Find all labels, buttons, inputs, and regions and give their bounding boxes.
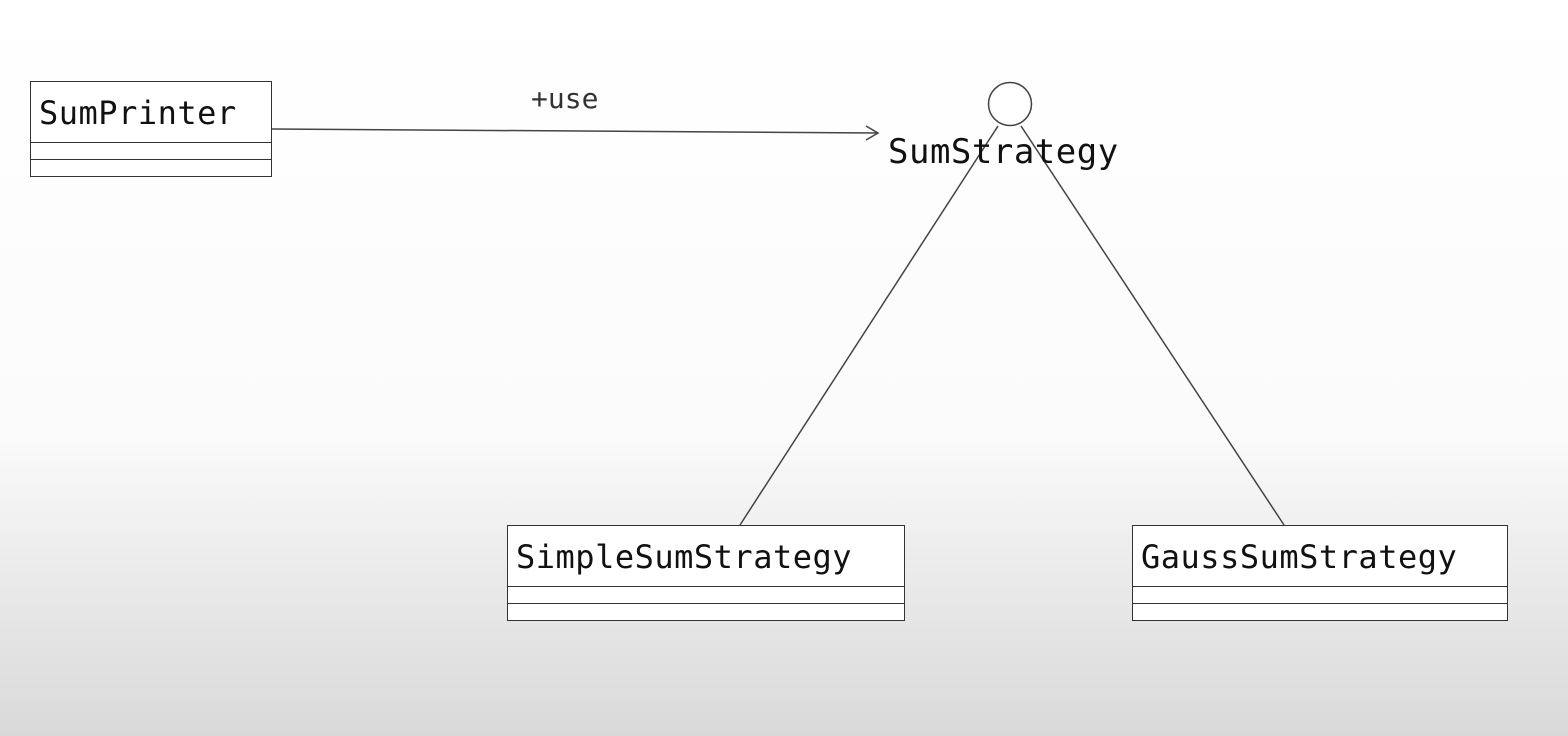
class-operations	[508, 603, 904, 620]
class-box-simplesumstrategy[interactable]: SimpleSumStrategy	[507, 525, 905, 621]
interface-lollipop-icon	[987, 81, 1033, 127]
realization-line-gauss	[1020, 125, 1285, 526]
class-name: SumPrinter	[31, 82, 271, 143]
class-operations	[1133, 603, 1507, 620]
interface-name: SumStrategy	[888, 132, 1119, 172]
class-box-sumprinter[interactable]: SumPrinter	[30, 81, 272, 177]
class-box-gausssumstrategy[interactable]: GaussSumStrategy	[1132, 525, 1508, 621]
association-arrowhead	[865, 125, 880, 141]
class-attributes	[1133, 587, 1507, 603]
class-operations	[31, 159, 271, 176]
class-name: SimpleSumStrategy	[508, 526, 904, 587]
class-attributes	[31, 143, 271, 159]
association-label: +use	[531, 82, 599, 115]
realization-line-simple	[739, 125, 999, 526]
class-name: GaussSumStrategy	[1133, 526, 1507, 587]
association-line	[271, 128, 879, 134]
class-attributes	[508, 587, 904, 603]
